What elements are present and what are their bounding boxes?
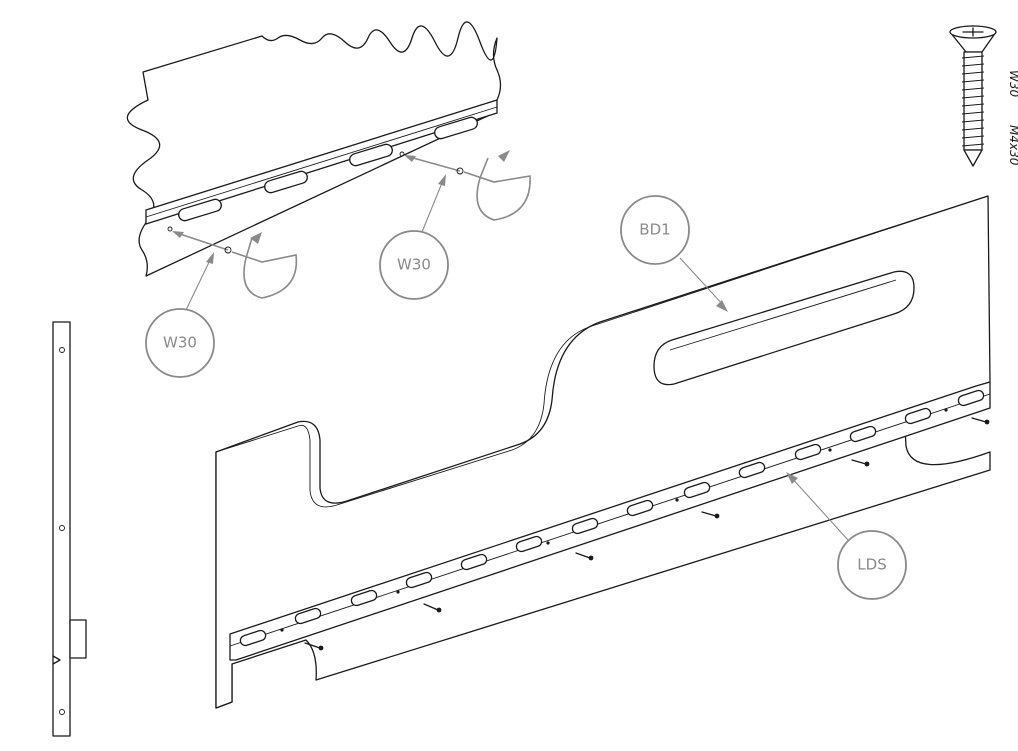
board-bd1 (215, 195, 991, 709)
screw-size: M4x30 (1007, 125, 1018, 166)
callout-w30-left: W30 (145, 252, 215, 378)
screw-insert-left (172, 231, 298, 299)
callout-lds: LDS (786, 472, 907, 600)
callout-w30-right: W30 (379, 174, 449, 300)
detail-slots (178, 116, 478, 222)
callout-label: BD1 (639, 221, 670, 239)
callout-bd1: BD1 (620, 195, 728, 312)
detail-board (126, 21, 502, 277)
screw-insert-right (404, 150, 531, 221)
detail-view (126, 21, 531, 299)
callout-label: W30 (397, 256, 431, 274)
rail-slots (239, 389, 985, 647)
board-face (215, 195, 991, 709)
screw-icon (949, 25, 997, 167)
rail-holes (280, 408, 948, 632)
callout-label: W30 (163, 334, 197, 352)
side-profile (52, 321, 87, 737)
screw-code: W30 (1007, 70, 1018, 98)
callout-label: LDS (857, 556, 886, 574)
detail-hole (399, 151, 405, 157)
detail-hole (167, 226, 173, 232)
rail-screws (304, 417, 990, 651)
handle-slot (653, 270, 915, 386)
rail-lds (229, 381, 991, 661)
